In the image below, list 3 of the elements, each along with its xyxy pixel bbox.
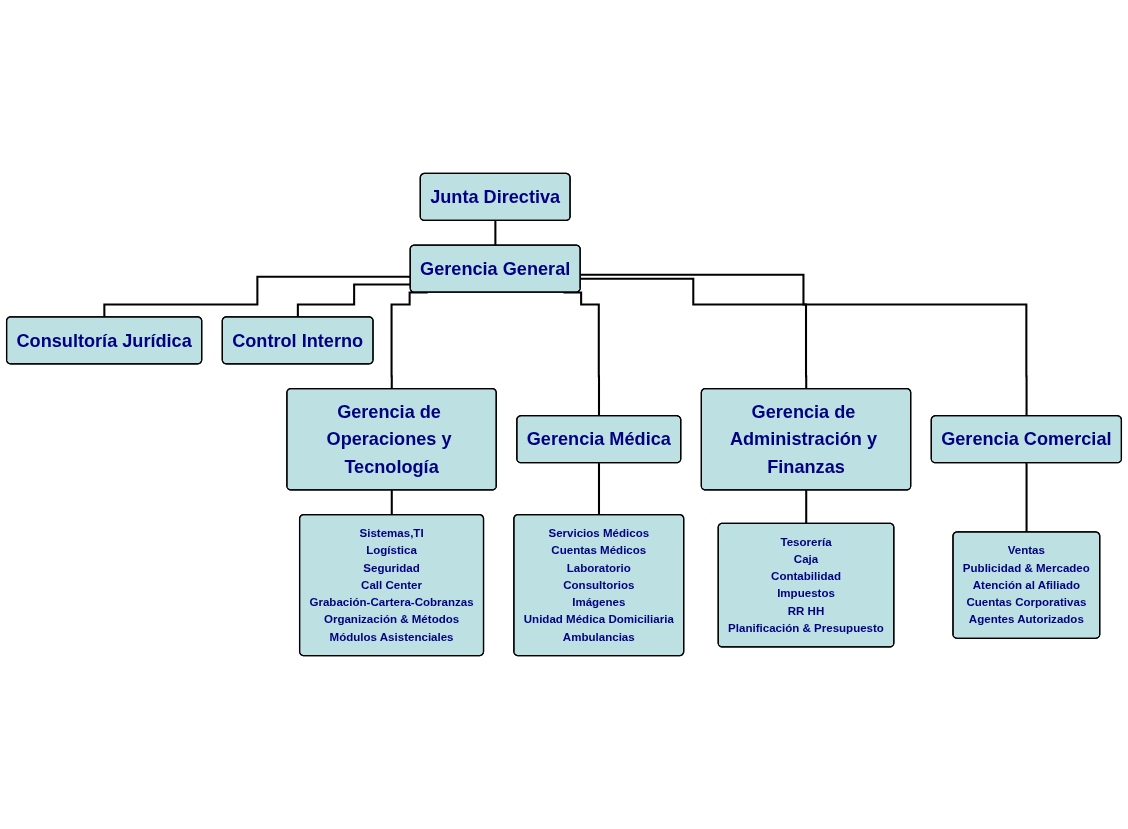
connector	[494, 219, 497, 247]
connector	[580, 277, 808, 390]
connector	[805, 489, 808, 525]
